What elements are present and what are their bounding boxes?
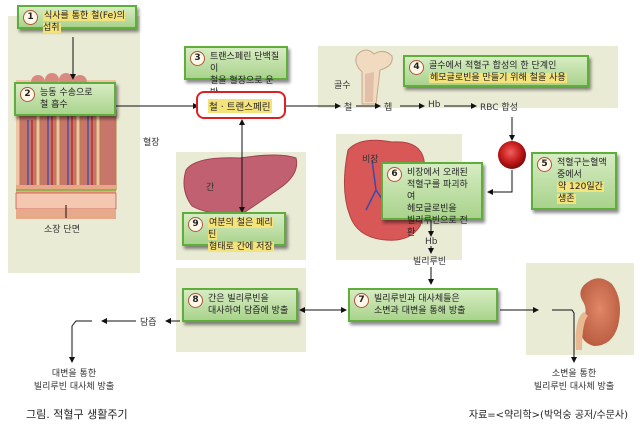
step-number: 3 (190, 51, 205, 66)
step-8-box: 8 간은 빌리루빈을 대사하여 담즙에 방출 (182, 288, 298, 322)
step-text: 대사하여 담즙에 방출 (208, 306, 289, 316)
urine-excretion-line-2: 빌리루빈 대사체 방출 (533, 382, 615, 392)
hb-label: Hb (428, 100, 441, 110)
step-5-box: 5 적혈구는혈액 중에서 약 120일간 생존 (531, 152, 617, 210)
step-text: 소변과 대변을 통해 방출 (374, 306, 466, 316)
iron-label: 철 (344, 103, 353, 113)
bone-illustration (355, 49, 393, 105)
step-number: 9 (188, 217, 203, 232)
feces-excretion-label: 대변을 통한 빌리루빈 대사체 방출 (28, 366, 120, 392)
liver-illustration (183, 154, 298, 215)
step-4-box: 4 골수에서 적혈구 합성의 한 단계인 헤모글로빈을 만들기 위해 철을 사용 (403, 55, 589, 87)
step-text: 철 흡수 (40, 100, 68, 110)
figure-caption: 그림. 적혈구 생활주기 (26, 408, 128, 421)
step-text: 적혈구를 파괴하여 (407, 180, 468, 202)
intestine-section-label: 소장 단면 (44, 225, 80, 235)
step-3-box: 3 트랜스페린 단백질이 철을 혈장으로 운반 (184, 46, 288, 98)
step-2-box: 2 능동 수송으로 철 흡수 (14, 82, 116, 116)
step-text: 비장에서 오래된 (407, 168, 468, 178)
step-number: 6 (387, 167, 402, 182)
step-number: 2 (20, 87, 35, 102)
step-number: 5 (537, 157, 552, 172)
bilirubin-label: 빌리루빈 (413, 257, 447, 267)
spleen-label: 비장 (362, 155, 379, 165)
step-text: 약 120일간 (557, 182, 604, 192)
step-number: 1 (23, 10, 38, 25)
step-text: 적혈구는혈액 (557, 158, 607, 168)
step-text: 여분의 철은 페리틴 (208, 218, 273, 240)
bile-label: 담즙 (140, 315, 157, 328)
step-text: 골수에서 적혈구 합성의 한 단계인 (429, 61, 557, 71)
step-7-box: 7 빌리루빈과 대사체들은 소변과 대변을 통해 방출 (348, 288, 498, 322)
liver-label: 간 (206, 183, 215, 193)
plasma-label: 혈장 (143, 138, 160, 148)
step-text: 트랜스페린 단백질이 (210, 52, 280, 74)
feces-excretion-line-1: 대변을 통한 (51, 369, 97, 379)
step-text: 빌리루빈과 대사체들은 (374, 294, 460, 304)
step-6-box: 6 비장에서 오래된 적혈구를 파괴하여 헤모글로빈을 빌리루빈으로 전환 (381, 162, 483, 238)
kidney-illustration (575, 278, 620, 350)
bone-marrow-label: 골수 (334, 81, 351, 91)
hb-spleen-label: Hb (425, 237, 438, 247)
step-text: 능동 수송으로 (40, 88, 93, 98)
step-text: 빌리루빈으로 전환 (407, 216, 468, 238)
step-text: 헤모글로빈을 (407, 204, 457, 214)
iron-transferrin-label: 철 · 트랜스페린 (208, 99, 272, 113)
step-9-box: 9 여분의 철은 페리틴 형태로 간에 저장 (182, 212, 286, 252)
iron-transferrin-box: 철 · 트랜스페린 (196, 91, 286, 119)
step-text: 헤모글로빈을 만들기 위해 철을 사용 (429, 73, 567, 83)
step-number: 4 (409, 60, 424, 75)
rbc-synthesis-label: RBC 합성 (480, 103, 518, 113)
step-1-box: 1 식사를 통한 철(Fe)의 섭취 (17, 5, 137, 33)
figure-source: 자료=<약리학>(박억숭 공저/수문사) (468, 410, 628, 421)
step-text: 형태로 간에 저장 (208, 242, 274, 252)
step-number: 8 (188, 293, 203, 308)
step-text: 생존 (557, 194, 576, 204)
step-text: 간은 빌리루빈을 (208, 294, 269, 304)
heme-label: 헴 (384, 103, 393, 113)
urine-excretion-line-1: 소변을 통한 (551, 369, 597, 379)
step-text: 중에서 (557, 170, 582, 180)
red-blood-cell (498, 141, 526, 169)
feces-excretion-line-2: 빌리루빈 대사체 방출 (33, 382, 115, 392)
urine-excretion-label: 소변을 통한 빌리루빈 대사체 방출 (528, 366, 620, 392)
step-number: 7 (354, 293, 369, 308)
